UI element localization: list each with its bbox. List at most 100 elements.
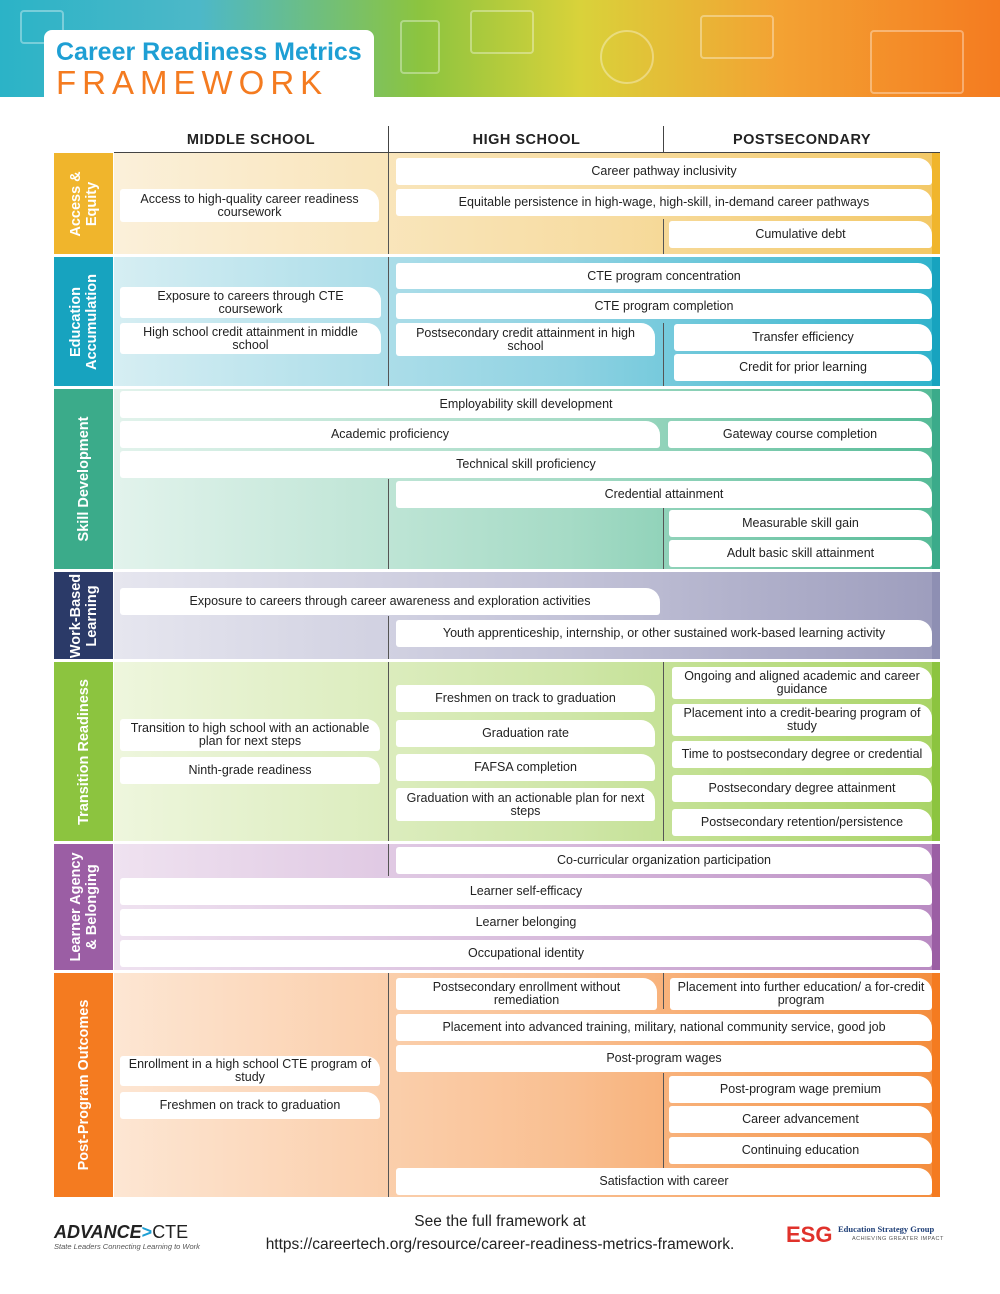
row-end-bar bbox=[932, 153, 940, 254]
metric-card: Technical skill proficiency bbox=[120, 451, 932, 478]
row-end-bar bbox=[932, 572, 940, 659]
column-divider bbox=[663, 507, 664, 569]
column-divider bbox=[663, 973, 664, 1009]
column-divider bbox=[663, 662, 664, 841]
column-divider bbox=[388, 257, 389, 386]
column-divider bbox=[388, 844, 389, 876]
metric-card: Credential attainment bbox=[396, 481, 932, 508]
advance-logo-text: ADVANCE bbox=[54, 1222, 142, 1242]
row-label-transition-readiness: Transition Readiness bbox=[54, 662, 113, 841]
metric-card: CTE program completion bbox=[396, 293, 932, 319]
metric-card: Time to postsecondary degree or credenti… bbox=[672, 741, 932, 768]
metric-card: Satisfaction with career bbox=[396, 1168, 932, 1195]
row-body bbox=[114, 389, 940, 569]
metric-card: Transition to high school with an action… bbox=[120, 719, 380, 751]
metric-card: Placement into further education/ a for-… bbox=[670, 978, 932, 1010]
row-end-bar bbox=[932, 973, 940, 1197]
footer-line1: See the full framework at bbox=[414, 1213, 586, 1230]
title-box bbox=[44, 30, 374, 98]
row-label-text: Education bbox=[67, 286, 84, 357]
column-divider bbox=[388, 616, 389, 659]
metric-card: Freshmen on track to graduation bbox=[120, 1092, 380, 1119]
metric-card: Transfer efficiency bbox=[674, 324, 932, 351]
metric-card: Postsecondary enrollment without remedia… bbox=[396, 978, 657, 1010]
metric-card: Youth apprenticeship, internship, or oth… bbox=[396, 620, 932, 647]
row-label-access-equity: Access &Equity bbox=[54, 153, 113, 254]
column-divider bbox=[663, 323, 664, 386]
row-transition-readiness: Transition Readiness Transition to high … bbox=[54, 662, 940, 841]
footer-link[interactable]: https://careertech.org/resource/career-r… bbox=[265, 1236, 735, 1253]
row-label-text: Learner Agency bbox=[67, 852, 84, 962]
metric-card: Occupational identity bbox=[120, 940, 932, 967]
metric-card: Continuing education bbox=[669, 1137, 932, 1164]
row-label-text: Equity bbox=[83, 181, 100, 226]
metric-card: Placement into advanced training, milita… bbox=[396, 1014, 932, 1041]
metric-card: Ongoing and aligned academic and career … bbox=[672, 667, 932, 699]
metric-card: CTE program concentration bbox=[396, 263, 932, 289]
metric-card: Cumulative debt bbox=[669, 221, 932, 248]
row-label-text: Accumulation bbox=[83, 273, 100, 370]
metric-card: Post-program wage premium bbox=[669, 1076, 932, 1103]
metric-card: Academic proficiency bbox=[120, 421, 660, 448]
row-post-program-outcomes: Post-Program Outcomes Enrollment in a hi… bbox=[54, 973, 940, 1197]
metric-card: Postsecondary degree attainment bbox=[672, 775, 932, 802]
column-divider bbox=[388, 126, 389, 152]
metric-card: Employability skill development bbox=[120, 391, 932, 418]
row-learner-agency: Learner Agency& Belonging Co-curricular … bbox=[54, 844, 940, 970]
metric-card: Co-curricular organization participation bbox=[396, 847, 932, 874]
row-label-text: Work-Based bbox=[67, 573, 84, 658]
advance-cte-logo: ADVANCE>CTE bbox=[54, 1222, 188, 1243]
column-divider bbox=[388, 153, 389, 254]
row-label-skill-development: Skill Development bbox=[54, 389, 113, 569]
column-divider bbox=[388, 479, 389, 569]
title-line2: FRAMEWORK bbox=[56, 64, 329, 101]
metric-card: Learner self-efficacy bbox=[120, 878, 932, 905]
column-divider bbox=[663, 1073, 664, 1168]
column-header-high-school: HIGH SCHOOL bbox=[472, 132, 581, 148]
metric-card: Postsecondary credit attainment in high … bbox=[396, 323, 655, 356]
metric-card: Measurable skill gain bbox=[669, 510, 932, 537]
metric-card: Exposure to careers through career aware… bbox=[120, 588, 660, 615]
column-divider bbox=[388, 662, 389, 841]
row-end-bar bbox=[932, 257, 940, 386]
metric-card: Career pathway inclusivity bbox=[396, 158, 932, 185]
esg-tagline: ACHIEVING GREATER IMPACT bbox=[852, 1236, 944, 1242]
row-label-text: Transition Readiness bbox=[75, 678, 92, 825]
metric-card: Adult basic skill attainment bbox=[669, 540, 932, 567]
column-divider bbox=[663, 219, 664, 254]
title-line1: Career Readiness Metrics bbox=[56, 38, 362, 66]
metric-card: Graduation rate bbox=[396, 720, 655, 747]
chevron-right-icon: > bbox=[141, 1222, 153, 1242]
tablet-pattern-icon bbox=[400, 20, 440, 74]
grid-pattern-icon bbox=[700, 15, 774, 59]
row-label-learner-agency: Learner Agency& Belonging bbox=[54, 844, 113, 970]
row-label-text: Learning bbox=[83, 584, 100, 647]
advance-logo-cte: CTE bbox=[152, 1222, 189, 1242]
metric-card: Freshmen on track to graduation bbox=[396, 685, 655, 712]
laptop-chart-icon bbox=[870, 30, 964, 94]
row-label-text: Access & bbox=[67, 170, 84, 237]
row-access-equity: Access &Equity Access to high-quality ca… bbox=[54, 153, 940, 254]
metric-card: Postsecondary retention/persistence bbox=[672, 809, 932, 836]
row-end-bar bbox=[932, 662, 940, 841]
metric-card: Credit for prior learning bbox=[674, 354, 932, 381]
column-divider bbox=[388, 973, 389, 1197]
row-label-post-program-outcomes: Post-Program Outcomes bbox=[54, 973, 113, 1197]
esg-name: Education Strategy Group bbox=[838, 1224, 935, 1234]
metric-card: Exposure to careers through CTE coursewo… bbox=[120, 287, 381, 318]
circle-pattern-icon bbox=[600, 30, 654, 84]
metric-card: Career advancement bbox=[669, 1106, 932, 1133]
metric-card: High school credit attainment in middle … bbox=[120, 323, 381, 354]
metric-card: Placement into a credit-bearing program … bbox=[672, 704, 932, 736]
metric-card: Graduation with an actionable plan for n… bbox=[396, 788, 655, 821]
advance-cte-tagline: State Leaders Connecting Learning to Wor… bbox=[54, 1242, 200, 1251]
row-end-bar bbox=[932, 844, 940, 970]
metric-card: FAFSA completion bbox=[396, 754, 655, 781]
metric-card: Equitable persistence in high-wage, high… bbox=[396, 189, 932, 216]
metric-card: Learner belonging bbox=[120, 909, 932, 936]
row-label-text: & Belonging bbox=[83, 864, 100, 950]
